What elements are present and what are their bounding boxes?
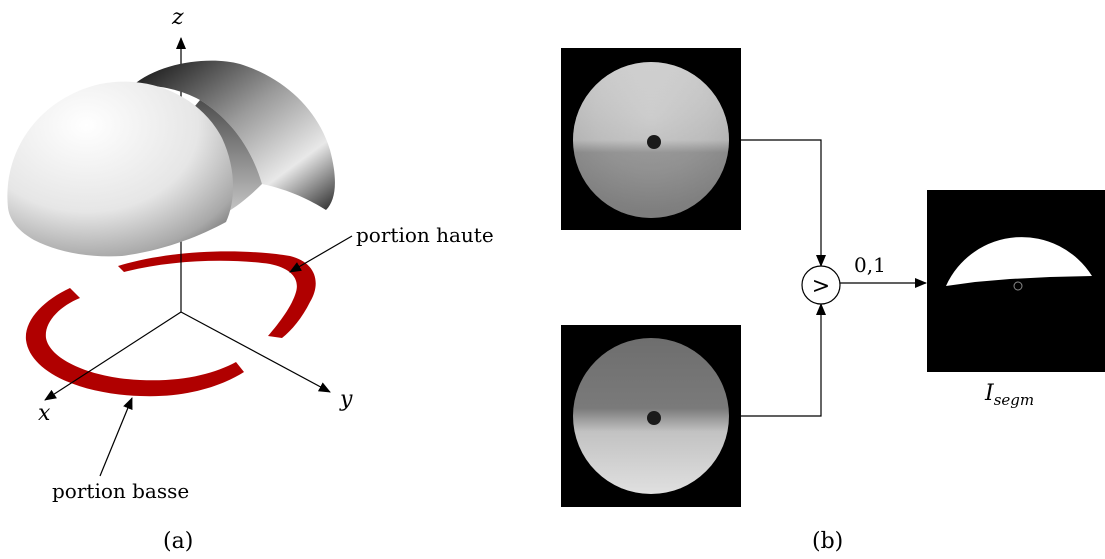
front-dome xyxy=(7,81,234,257)
top-image-center-dot xyxy=(647,135,661,149)
upper-portion-pointer xyxy=(289,235,353,273)
x-axis xyxy=(44,311,182,401)
segmentation-image xyxy=(927,190,1105,372)
y-axis-label: y xyxy=(339,387,353,412)
lower-portion-label: portion basse xyxy=(52,479,189,503)
rear-dome-quarter xyxy=(132,60,335,210)
panel-b: > 0,1 Isegm (b) xyxy=(561,48,1105,554)
bottom-image-center-dot xyxy=(647,411,661,425)
caption-a: (a) xyxy=(163,529,193,554)
upper-ring-portion xyxy=(118,251,316,338)
segmentation-label: Isegm xyxy=(984,381,1034,409)
segmentation-label-main: I xyxy=(984,381,995,406)
lower-ring-portion xyxy=(25,288,245,397)
lower-portion-pointer xyxy=(99,397,133,477)
segmented-upper-region xyxy=(946,237,1092,286)
caption-b: (b) xyxy=(812,529,843,554)
top-input-image xyxy=(561,48,741,230)
y-axis xyxy=(180,311,331,393)
comparator-node xyxy=(801,265,841,305)
output-values-label: 0,1 xyxy=(854,253,886,277)
z-axis-label: z xyxy=(171,5,184,30)
bottom-input-image xyxy=(561,325,741,507)
bottom-input-connector xyxy=(741,303,826,417)
top-input-connector xyxy=(741,139,826,267)
segmentation-label-sub: segm xyxy=(994,391,1034,409)
panel-a: z x y portion haute portion basse (a) xyxy=(7,5,494,554)
comparator-symbol: > xyxy=(812,274,830,299)
x-axis-label: x xyxy=(38,401,51,426)
upper-portion-label: portion haute xyxy=(356,223,494,247)
